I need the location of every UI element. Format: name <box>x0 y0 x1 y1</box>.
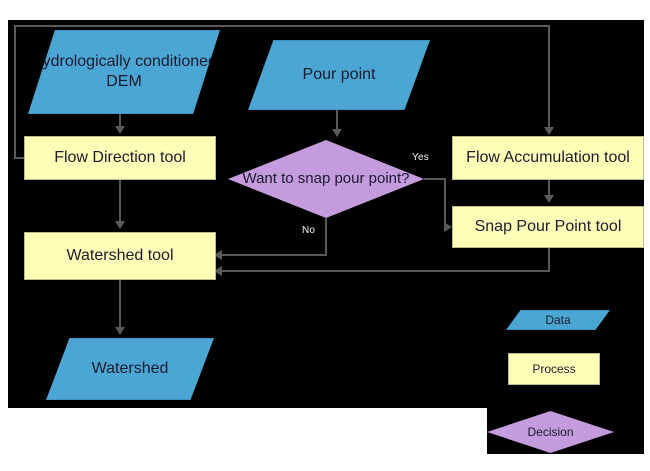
edge-yes-from-decision <box>424 178 446 180</box>
node-watershed-tool-label: Watershed tool <box>66 247 174 264</box>
edge-label-no: No <box>302 225 316 236</box>
legend-item-decision-label: Decision <box>527 424 574 439</box>
node-flow-direction-tool-label: Flow Direction tool <box>54 149 186 166</box>
edge-snap-down <box>548 248 550 272</box>
edge-to-flowacc-arrowhead <box>544 127 554 135</box>
edge-snap-arrowhead <box>214 266 222 276</box>
edge-no-to-watershedtool <box>220 254 327 256</box>
node-snap-pour-point-tool[interactable]: Snap Pour Point tool <box>452 206 644 248</box>
edge-watershedtool-to-watershed <box>119 280 121 328</box>
node-flow-direction-tool[interactable]: Flow Direction tool <box>24 136 216 180</box>
edge-flowdir-left-stub <box>14 157 26 159</box>
legend-item-process-label: Process <box>532 361 576 376</box>
edge-rail-down-to-flowacc <box>548 25 550 129</box>
edge-flowdir-to-watershedtool-arrowhead <box>115 221 125 229</box>
edge-snap-to-watershedtool <box>220 270 550 272</box>
edge-yes-arrowhead <box>444 222 452 232</box>
edge-flowdir-up-riser <box>14 25 16 159</box>
edge-pourpoint-to-decision <box>336 110 338 130</box>
node-want-to-snap-pour-point-label: Want to snap pour point? <box>242 169 410 187</box>
edge-dem-to-flowdir <box>119 114 121 128</box>
node-hydrologically-conditioned-dem[interactable]: Hydrologically conditioned DEM <box>28 30 220 114</box>
edge-yes-riser-down <box>444 178 446 226</box>
node-flow-accumulation-tool[interactable]: Flow Accumulation tool <box>452 136 644 180</box>
edge-no-down <box>325 218 327 256</box>
node-hydrologically-conditioned-dem-label: Hydrologically conditioned DEM <box>31 53 217 90</box>
node-pour-point-label: Pour point <box>302 66 376 83</box>
legend-item-process: Process <box>508 353 600 385</box>
edge-label-yes: Yes <box>412 152 429 163</box>
node-watershed-label: Watershed <box>91 360 169 377</box>
node-pour-point[interactable]: Pour point <box>248 40 430 110</box>
legend-item-data-label: Data <box>545 312 571 327</box>
node-snap-pour-point-tool-label: Snap Pour Point tool <box>474 218 622 235</box>
edge-watershedtool-to-watershed-arrowhead <box>115 327 125 335</box>
node-watershed-tool[interactable]: Watershed tool <box>24 232 216 280</box>
legend-item-data: Data <box>506 310 610 330</box>
edge-dem-to-flowdir-arrowhead <box>115 126 125 134</box>
edge-flowacc-to-snap <box>548 180 550 196</box>
node-flow-accumulation-tool-label: Flow Accumulation tool <box>466 149 630 166</box>
edge-pourpoint-to-decision-arrowhead <box>332 129 342 137</box>
edge-flowacc-to-snap-arrowhead <box>544 195 554 203</box>
edge-no-arrowhead <box>214 250 222 260</box>
node-watershed[interactable]: Watershed <box>46 338 214 400</box>
edge-top-rail-to-flowacc <box>14 25 550 27</box>
edge-flowdir-to-watershedtool <box>119 180 121 222</box>
